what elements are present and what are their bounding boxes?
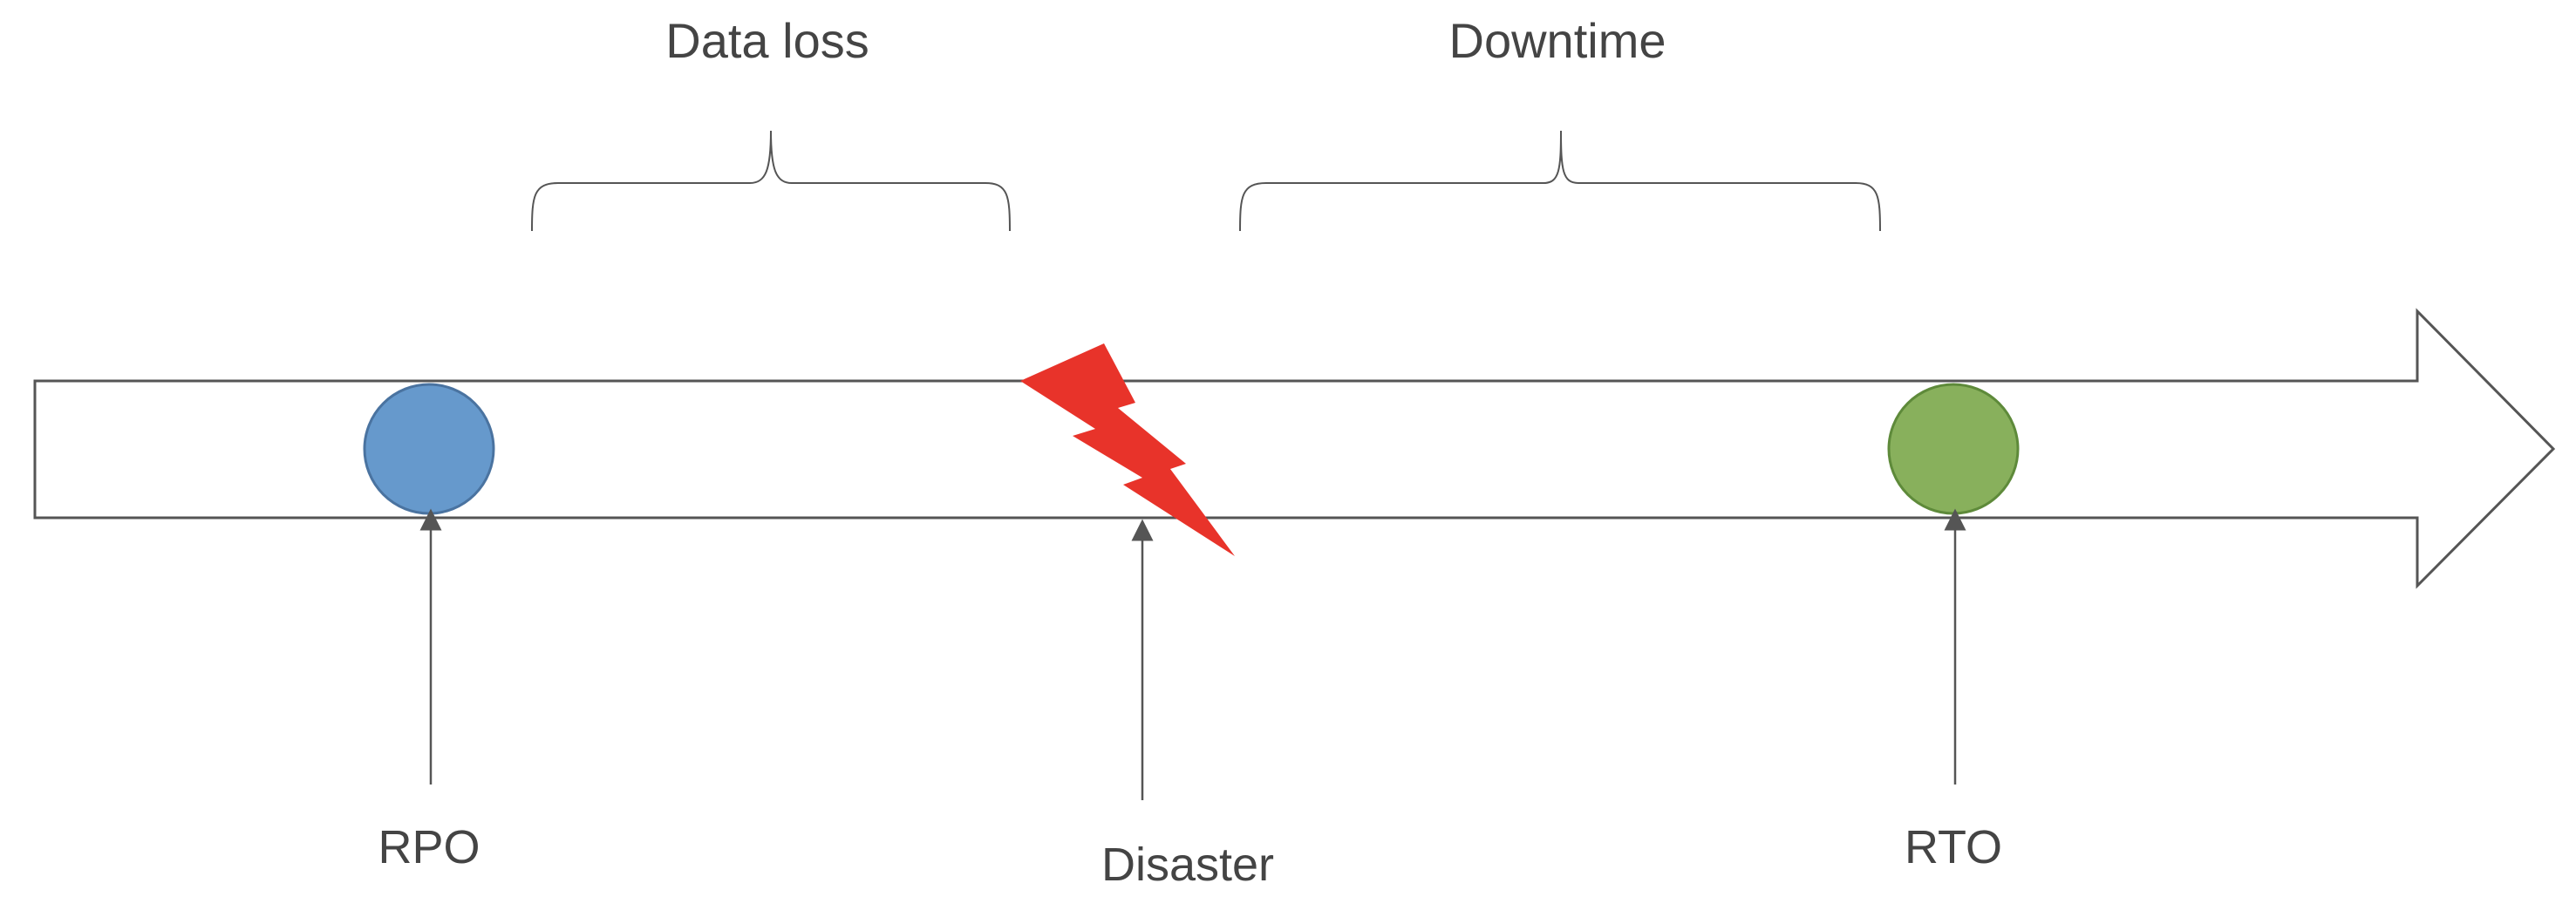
data-loss-label: Data loss: [665, 13, 869, 68]
lightning-bolt-icon: [1020, 343, 1235, 556]
rpo-label: RPO: [378, 821, 480, 873]
rto-label: RTO: [1905, 821, 2002, 873]
rto-circle-icon: [1887, 383, 2020, 515]
rpo-circle-icon: [363, 383, 495, 515]
downtime-label: Downtime: [1449, 13, 1666, 68]
disaster-label: Disaster: [1101, 839, 1274, 891]
downtime-brace: [1239, 130, 1881, 232]
data-loss-brace: [531, 130, 1011, 232]
